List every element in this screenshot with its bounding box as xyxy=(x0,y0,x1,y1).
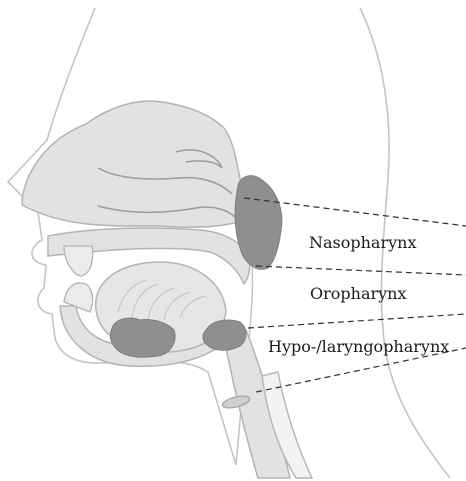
tonsil-highlight-left xyxy=(110,318,175,357)
label-oropharynx: Oropharynx xyxy=(310,286,407,302)
label-nasopharynx: Nasopharynx xyxy=(309,235,416,251)
adenoid-highlight xyxy=(235,176,282,269)
leader-line-naso-oro-boundary xyxy=(256,266,466,275)
label-hypopharynx: Hypo-/laryngopharynx xyxy=(268,339,449,355)
leader-line-oro-hypo-boundary xyxy=(248,314,466,328)
